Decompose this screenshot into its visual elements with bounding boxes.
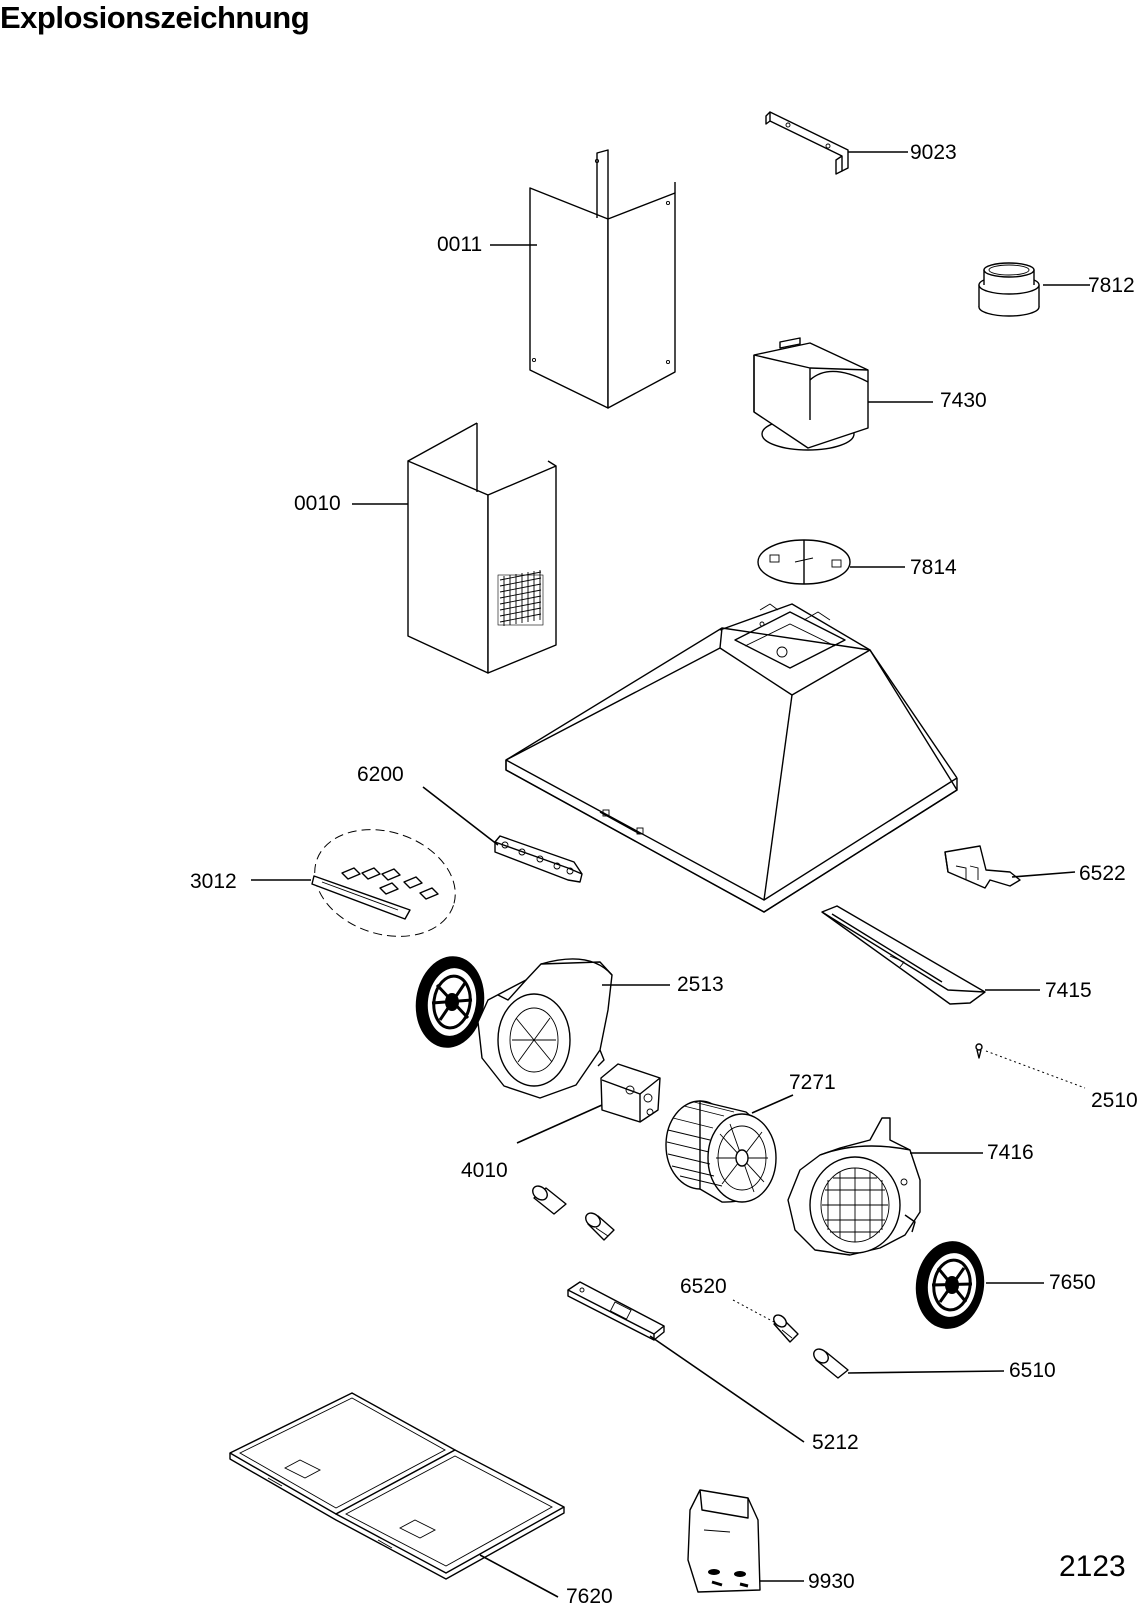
label-0011: 0011 xyxy=(437,233,482,256)
label-2513: 2510 xyxy=(1091,1089,1138,1112)
page-title: Explosionszeichnung xyxy=(0,0,310,35)
part-7415-blower-housing xyxy=(477,958,613,1099)
leader-6200 xyxy=(422,786,499,846)
part-7430-air-diverter xyxy=(753,337,869,451)
part-lamp-pair-left xyxy=(532,1185,615,1241)
part-7814-backdraft-flap xyxy=(757,539,851,585)
label-0010: 0010 xyxy=(294,492,341,515)
label-7814: 7814 xyxy=(910,556,957,579)
part-7650-carbon-filter-left xyxy=(415,956,485,1048)
part-9930-accessory-bag xyxy=(687,1489,761,1593)
label-6510: 6510 xyxy=(1009,1359,1056,1382)
part-2510-lamp-cover xyxy=(821,905,986,1005)
label-7812: 7812 xyxy=(1088,274,1135,297)
part-4010-capacitor xyxy=(600,1063,661,1123)
part-6200-switch-module xyxy=(494,835,583,883)
label-7650: 7650 xyxy=(1049,1271,1096,1294)
leader-6510 xyxy=(847,1370,1005,1374)
leader-7271 xyxy=(751,1094,794,1114)
leader-6520 xyxy=(732,1299,775,1323)
hood-body xyxy=(505,603,958,913)
label-7415: 2513 xyxy=(677,973,724,996)
part-6520-lamp-socket xyxy=(773,1314,799,1343)
label-7430: 7430 xyxy=(940,389,987,412)
label-6200: 6200 xyxy=(357,763,404,786)
label-2510: 7415 xyxy=(1045,979,1092,1002)
part-7620-grease-filters xyxy=(229,1392,565,1580)
label-7271: 7271 xyxy=(789,1071,836,1094)
part-5212-lamp-housing xyxy=(567,1281,665,1341)
vent-grille xyxy=(497,570,544,626)
leader-5212 xyxy=(649,1335,805,1443)
label-7620: 7620 xyxy=(566,1585,613,1603)
part-6522-lamp-holder xyxy=(944,845,1021,889)
page-number: 2123 xyxy=(1059,1550,1126,1583)
leader-2513 xyxy=(985,1050,1086,1089)
part-7271-fan-wheel xyxy=(665,1100,777,1203)
label-6522: 6522 xyxy=(1079,862,1126,885)
part-6510-lamp-bulb xyxy=(813,1348,849,1379)
part-7650-carbon-filter-right xyxy=(915,1241,985,1329)
label-3012: 3012 xyxy=(190,870,237,893)
label-4010: 4010 xyxy=(461,1159,508,1182)
leader-7620 xyxy=(479,1554,559,1598)
part-9023-bracket xyxy=(765,111,849,175)
part-2513-screw xyxy=(975,1043,983,1059)
label-9023: 9023 xyxy=(910,141,957,164)
leader-6522 xyxy=(1011,871,1076,878)
label-9930: 9930 xyxy=(808,1570,855,1593)
label-5212: 5212 xyxy=(812,1431,859,1454)
part-7812-air-collar xyxy=(978,262,1040,317)
label-6520: 6520 xyxy=(680,1275,727,1298)
part-0010-lower-chimney xyxy=(407,422,557,674)
part-7416-blower-housing xyxy=(787,1117,921,1256)
part-3012-control-panel xyxy=(311,829,456,937)
part-0011-upper-chimney xyxy=(529,149,676,409)
label-7416: 7416 xyxy=(987,1141,1034,1164)
leader-4010 xyxy=(516,1104,603,1144)
